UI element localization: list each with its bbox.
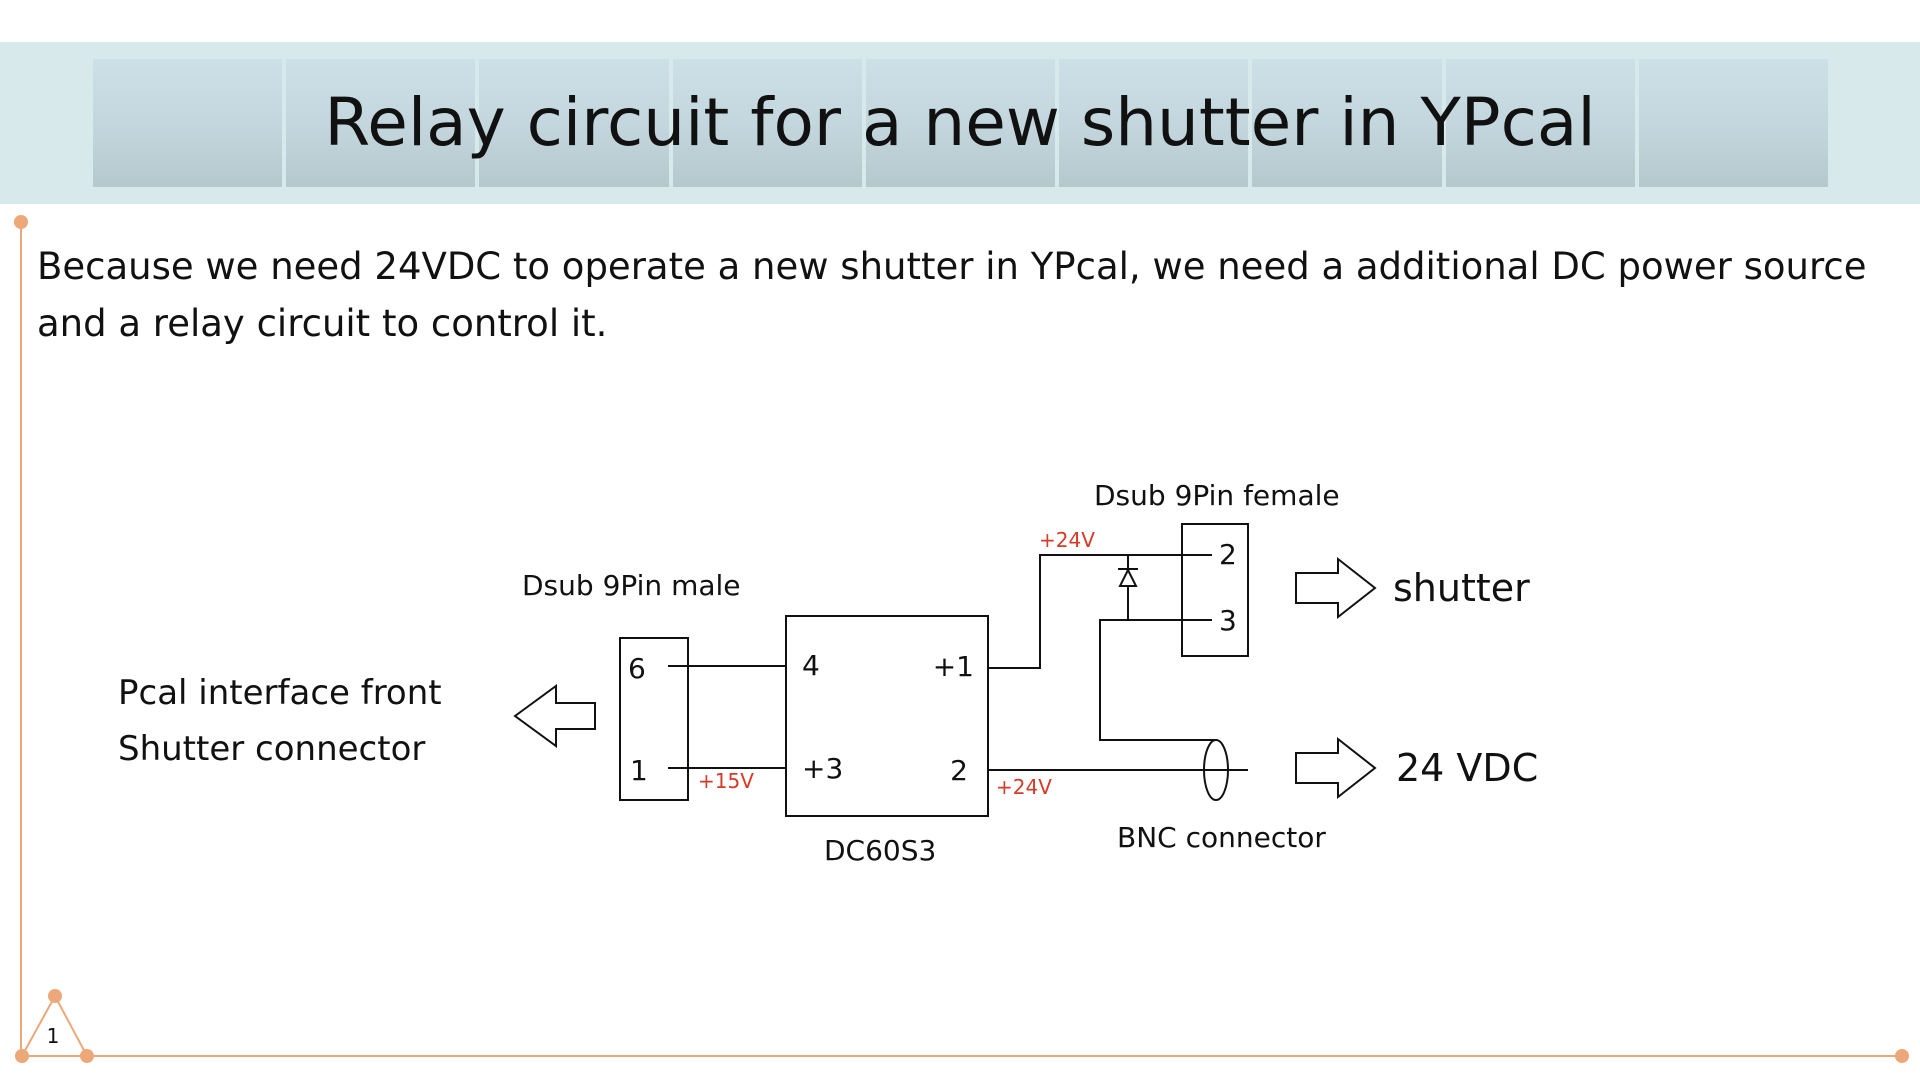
diode-icon: [1118, 567, 1138, 587]
body-text-line: and a relay circuit to control it.: [37, 302, 608, 345]
frame-dot: [15, 1049, 29, 1063]
banner-photo: [865, 59, 1056, 187]
wire-plus1-to-pin2: [988, 554, 1212, 669]
dsub-male-label: Dsub 9Pin male: [522, 569, 741, 602]
dc60s3-converter: [785, 615, 989, 817]
converter-pin-out-top: +1: [933, 650, 974, 683]
page-number-triangle: [20, 993, 89, 1057]
shutter-label: shutter: [1393, 566, 1530, 610]
voltage-24v-bottom-label: +24V: [996, 775, 1052, 799]
banner-photo: [479, 59, 669, 187]
dsub-male-connector: [619, 637, 689, 801]
dsub-female-connector: [1181, 523, 1249, 657]
hollow-arrow-right-icon: [1295, 556, 1377, 620]
dsub-female-pin-bottom: 3: [1219, 604, 1237, 637]
voltage-15v-label: +15V: [698, 769, 754, 793]
banner-photo: [93, 59, 283, 187]
dsub-male-pin-top: 6: [628, 652, 646, 685]
banner-photo: [286, 59, 476, 187]
hollow-arrow-right-icon: [1295, 736, 1377, 800]
frame-dot: [1895, 1049, 1909, 1063]
frame-dot: [80, 1049, 94, 1063]
dsub-male-pin-bottom: 1: [630, 754, 648, 787]
banner-photo: [1638, 59, 1828, 187]
left-label-line1: Pcal interface front: [118, 673, 442, 713]
vdc-label: 24 VDC: [1396, 746, 1538, 790]
dsub-female-label: Dsub 9Pin female: [1094, 479, 1340, 512]
frame-dot: [14, 215, 28, 229]
converter-name: DC60S3: [824, 834, 936, 867]
body-text-line: Because we need 24VDC to operate a new s…: [37, 245, 1867, 288]
frame-dot: [48, 989, 62, 1003]
hollow-arrow-left-icon: [513, 684, 596, 748]
bnc-connector-icon: [1203, 739, 1229, 801]
banner-photo: [1445, 59, 1635, 187]
converter-pin-in-bottom: +3: [802, 752, 843, 785]
slide-title: Relay circuit for a new shutter in YPcal: [324, 84, 1596, 161]
voltage-24v-top-label: +24V: [1039, 528, 1095, 552]
dsub-female-pin-top: 2: [1219, 538, 1237, 571]
converter-pin-in-top: 4: [802, 649, 820, 682]
left-label-line2: Shutter connector: [118, 729, 425, 769]
photo-strip: [93, 59, 1828, 187]
banner-photo: [1059, 59, 1249, 187]
bnc-label: BNC connector: [1117, 821, 1326, 854]
page-number: 1: [47, 1024, 60, 1048]
title-banner: [0, 42, 1920, 204]
wire-pin3-to-bnc: [1099, 619, 1216, 741]
converter-pin-out-bottom: 2: [950, 754, 968, 787]
banner-photo: [672, 59, 862, 187]
body-text: Because we need 24VDC to operate a new s…: [37, 238, 1907, 352]
banner-photo: [1252, 59, 1442, 187]
